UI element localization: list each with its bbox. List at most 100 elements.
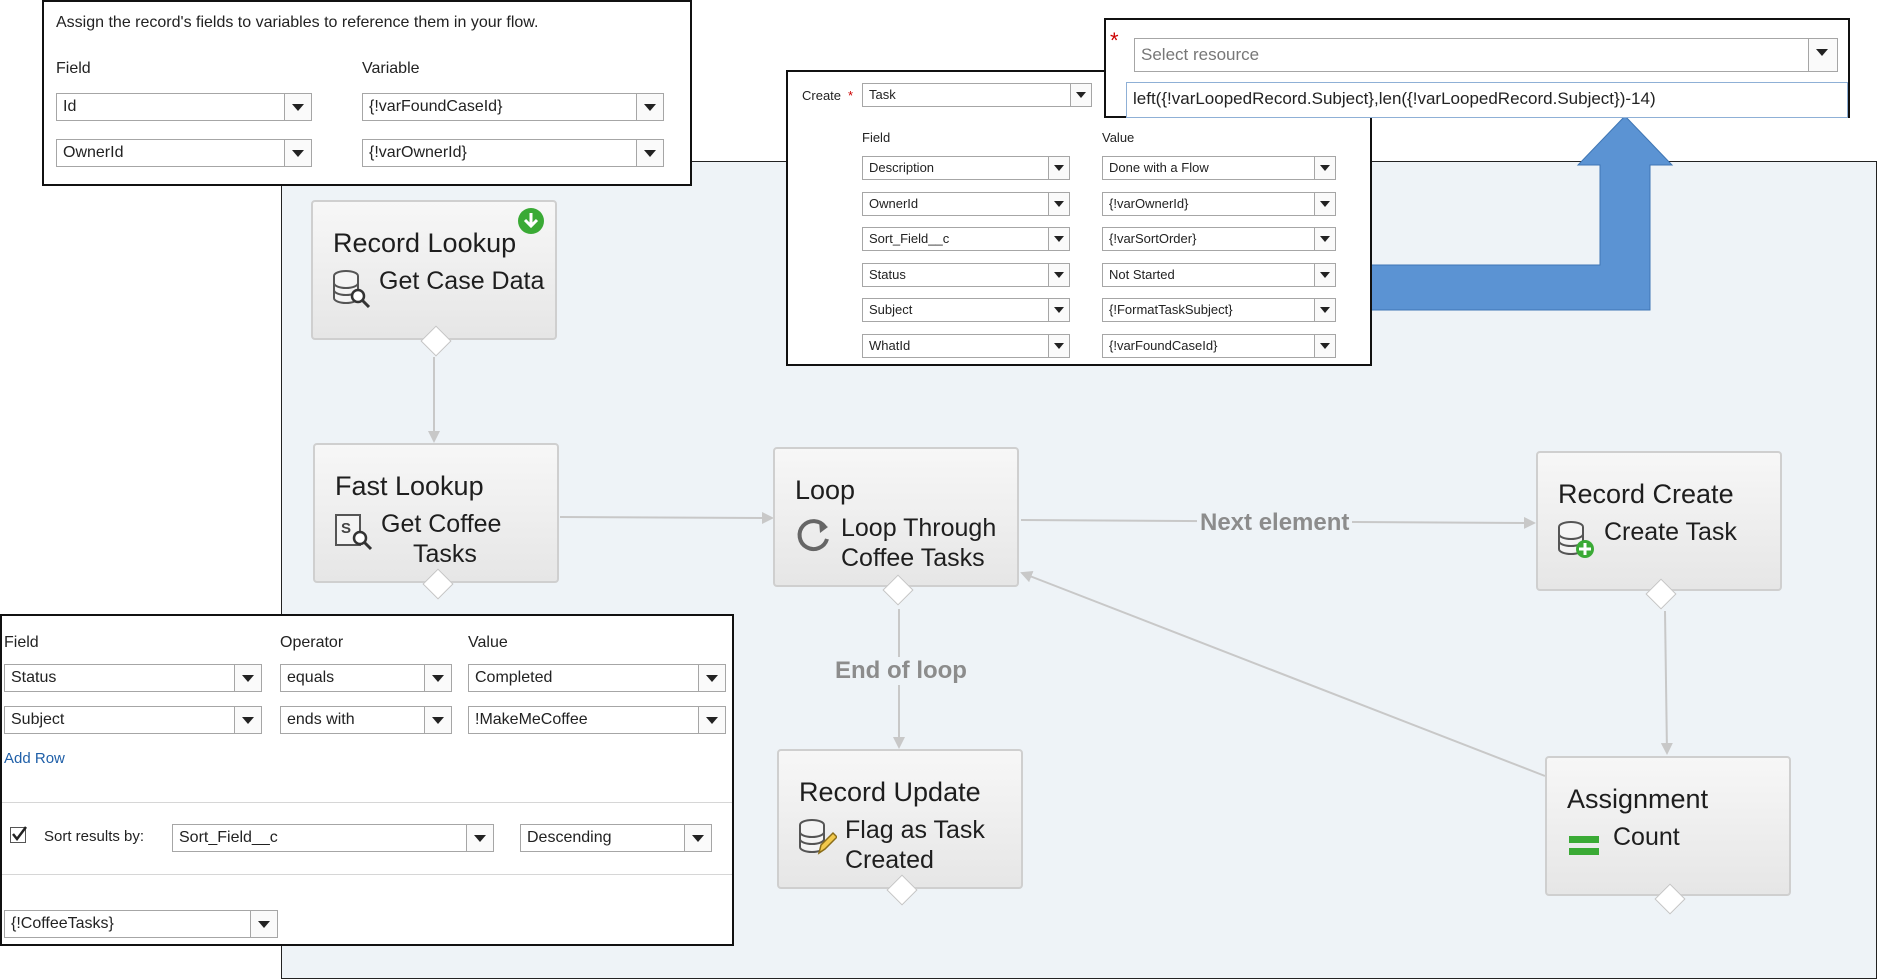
operator-header: Operator — [280, 634, 344, 651]
svg-text:S: S — [341, 520, 351, 537]
value-header: Value — [1102, 130, 1135, 145]
database-edit-icon — [799, 819, 837, 855]
value-select[interactable]: {!FormatTaskSubject} — [1102, 298, 1336, 322]
database-add-icon — [1558, 521, 1594, 558]
formula-panel: * Select resource left({!varLoopedRecord… — [1104, 18, 1850, 118]
dropdown-arrow-icon[interactable] — [1314, 264, 1335, 286]
next-element-label: Next element — [1197, 509, 1353, 537]
output-variable-select[interactable]: {!CoffeeTasks} — [4, 910, 278, 938]
value-select[interactable]: !MakeMeCoffee — [468, 706, 726, 734]
required-marker: * — [848, 88, 854, 103]
dropdown-arrow-icon[interactable] — [1048, 157, 1069, 179]
node-record-create[interactable]: Record Create Create Task — [1536, 451, 1782, 610]
operator-select[interactable]: ends with — [280, 706, 452, 734]
dropdown-arrow-icon[interactable] — [1048, 264, 1069, 286]
value-header: Value — [468, 634, 508, 651]
node-assignment[interactable]: Assignment Count — [1545, 756, 1791, 915]
node-type-label: Record Update — [799, 777, 981, 807]
dropdown-arrow-icon[interactable] — [1314, 299, 1335, 321]
node-type-label: Assignment — [1567, 784, 1709, 814]
variable-header: Variable — [362, 60, 420, 77]
formula-textarea[interactable]: left({!varLoopedRecord.Subject},len({!va… — [1126, 82, 1848, 118]
dropdown-arrow-icon[interactable] — [636, 140, 663, 166]
resource-select[interactable]: Select resource — [1134, 38, 1838, 72]
formula-text: left({!varLoopedRecord.Subject},len({!va… — [1133, 89, 1656, 108]
lookup-filter-panel: Field Operator Value Status equals Compl… — [0, 614, 734, 946]
dropdown-arrow-icon[interactable] — [466, 825, 493, 851]
dropdown-arrow-icon[interactable] — [234, 707, 261, 733]
field-select[interactable]: Subject — [4, 706, 262, 734]
dropdown-arrow-icon[interactable] — [1808, 39, 1837, 71]
field-select[interactable]: Id — [56, 93, 312, 121]
required-marker: * — [1110, 28, 1119, 53]
add-row-link[interactable]: Add Row — [4, 750, 65, 767]
dropdown-arrow-icon[interactable] — [698, 665, 725, 691]
field-select[interactable]: OwnerId — [862, 192, 1070, 216]
dropdown-arrow-icon[interactable] — [424, 707, 451, 733]
field-select[interactable]: OwnerId — [56, 139, 312, 167]
dropdown-arrow-icon[interactable] — [424, 665, 451, 691]
dropdown-arrow-icon[interactable] — [234, 665, 261, 691]
field-select[interactable]: Status — [862, 263, 1070, 287]
field-select[interactable]: Sort_Field__c — [862, 227, 1070, 251]
sort-checkbox[interactable] — [10, 826, 27, 843]
dropdown-arrow-icon[interactable] — [698, 707, 725, 733]
field-select[interactable]: Subject — [862, 298, 1070, 322]
record-create-panel: Create * Task Field Value Description Do… — [786, 70, 1372, 366]
end-of-loop-label: End of loop — [832, 657, 970, 685]
panel-instruction: Assign the record's fields to variables … — [56, 14, 539, 31]
node-type-label: Fast Lookup — [335, 471, 484, 501]
assignment-equals-icon — [1569, 836, 1599, 855]
dropdown-arrow-icon[interactable] — [284, 94, 311, 120]
dropdown-arrow-icon[interactable] — [684, 825, 711, 851]
variable-select[interactable]: {!varFoundCaseId} — [362, 93, 664, 121]
field-header: Field — [862, 130, 891, 145]
sort-order-select[interactable]: Descending — [520, 824, 712, 852]
divider — [2, 874, 732, 875]
dropdown-arrow-icon[interactable] — [1048, 299, 1069, 321]
fast-lookup-icon: S — [335, 514, 373, 551]
dropdown-arrow-icon[interactable] — [1048, 228, 1069, 250]
node-type-label: Record Create — [1558, 479, 1734, 509]
variable-select[interactable]: {!varOwnerId} — [362, 139, 664, 167]
value-select[interactable]: Not Started — [1102, 263, 1336, 287]
node-name: Get Case Data — [379, 267, 545, 295]
dropdown-arrow-icon[interactable] — [636, 94, 663, 120]
dropdown-arrow-icon[interactable] — [1314, 157, 1335, 179]
divider — [2, 802, 732, 803]
node-name: Create Task — [1604, 518, 1737, 546]
field-select[interactable]: Status — [4, 664, 262, 692]
value-select[interactable]: {!varSortOrder} — [1102, 227, 1336, 251]
dropdown-arrow-icon[interactable] — [1048, 335, 1069, 357]
value-select[interactable]: Completed — [468, 664, 726, 692]
node-name: Count — [1613, 823, 1680, 851]
start-element-icon — [518, 208, 544, 234]
dropdown-arrow-icon[interactable] — [1314, 335, 1335, 357]
create-label: Create — [802, 88, 842, 103]
value-select[interactable]: {!varFoundCaseId} — [1102, 334, 1336, 358]
operator-select[interactable]: equals — [280, 664, 452, 692]
checkmark-icon — [12, 826, 27, 842]
lookup-assignment-panel: Assign the record's fields to variables … — [42, 0, 692, 186]
value-select[interactable]: {!varOwnerId} — [1102, 192, 1336, 216]
dropdown-arrow-icon[interactable] — [284, 140, 311, 166]
dropdown-arrow-icon[interactable] — [1314, 193, 1335, 215]
sort-field-select[interactable]: Sort_Field__c — [172, 824, 494, 852]
field-select[interactable]: Description — [862, 156, 1070, 180]
database-search-icon — [333, 270, 371, 308]
dropdown-arrow-icon[interactable] — [250, 911, 277, 937]
dropdown-arrow-icon[interactable] — [1070, 84, 1091, 106]
sort-label: Sort results by: — [44, 828, 145, 845]
value-select[interactable]: Done with a Flow — [1102, 156, 1336, 180]
dropdown-arrow-icon[interactable] — [1314, 228, 1335, 250]
field-select[interactable]: WhatId — [862, 334, 1070, 358]
dropdown-arrow-icon[interactable] — [1048, 193, 1069, 215]
node-record-lookup[interactable]: Record Lookup Get Case Data — [311, 200, 557, 357]
object-select[interactable]: Task — [862, 83, 1092, 107]
